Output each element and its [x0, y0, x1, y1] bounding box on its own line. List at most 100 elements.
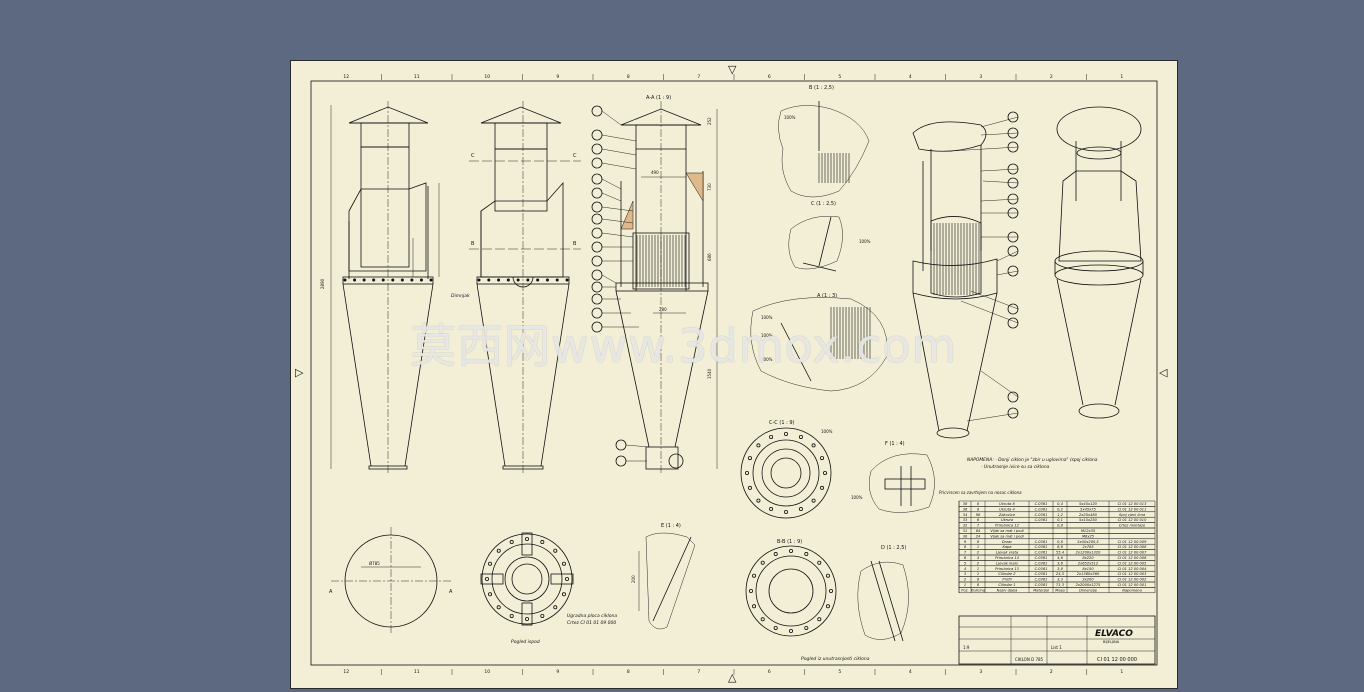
- bolt-mark: [343, 278, 347, 282]
- bom-cell: 55,4: [1056, 551, 1065, 555]
- svg-text:100%: 100%: [761, 315, 773, 320]
- flange-hole: [817, 560, 822, 565]
- cyclone-front-view: 2890: [320, 101, 440, 473]
- bom-cell: 5x15x250: [1079, 518, 1098, 522]
- bom-cell: 5: [964, 561, 967, 565]
- detail-a-label: A (1 : 3): [817, 293, 837, 299]
- bom-cell: C.0361: [1035, 518, 1048, 522]
- bom-cell: 34: [963, 513, 968, 517]
- section-aa-view: A-A (1 : 9) 490 280 252 730 686 1540: [591, 95, 718, 473]
- bom-cell: Prirubnica 14: [995, 556, 1020, 560]
- bom-cell: 2: [964, 578, 967, 582]
- zone-number: 4: [909, 74, 912, 80]
- svg-text:252: 252: [707, 117, 712, 125]
- bom-header-cell: Napomena: [1122, 588, 1142, 592]
- flange-hole: [788, 629, 793, 634]
- bom-cell: Vijak sa mat i podl: [990, 529, 1023, 533]
- svg-text:B: B: [573, 241, 577, 247]
- detail-c-label: C (1 : 2,5): [811, 201, 836, 207]
- bom-cell: 24,5: [1056, 572, 1065, 576]
- zone-number: 1: [1120, 74, 1123, 80]
- drawing-title: CIKLON D 785: [1015, 657, 1044, 662]
- bom-cell: CI 01 12 00 009: [1118, 540, 1147, 544]
- bom-cell: 2x2000x1275: [1076, 583, 1102, 587]
- flange-hole: [553, 605, 558, 610]
- company-name: ELVACO: [1095, 629, 1133, 639]
- bom-cell: Ukruta 8: [999, 502, 1015, 506]
- bom-cell: C.0361: [1035, 507, 1048, 511]
- flange-hole: [811, 498, 816, 503]
- bottom-view-circle: Ø785 A A: [329, 527, 453, 635]
- part-balloon: [1007, 111, 1019, 123]
- section-bb-view: B-B (1 : 9) Pogled iz unutrasnjosti cikl…: [745, 539, 870, 662]
- zone-number: 8: [627, 669, 630, 675]
- bom-cell: 3,8: [1057, 567, 1063, 571]
- part-balloon: [1007, 265, 1019, 277]
- bom-cell: Vijak sa mat i podl: [990, 534, 1023, 538]
- bom-cell: C.0361: [1035, 545, 1048, 549]
- bolt-mark: [565, 278, 569, 282]
- detail-e-view: E (1 : 4) 200: [631, 523, 696, 630]
- bom-cell: 2: [977, 561, 980, 565]
- bom-cell: Prirubnica 13: [995, 567, 1020, 571]
- flange-hole: [773, 552, 778, 557]
- flange-hole: [488, 592, 493, 597]
- flange-hole: [769, 434, 774, 439]
- caption-bottom: Pogled iz unutrasnjosti ciklona: [801, 656, 870, 662]
- flange-hole: [783, 509, 788, 514]
- part-balloon: [591, 227, 603, 239]
- drawing-sheet-no: List 1: [1051, 645, 1062, 650]
- bom-cell: 7: [964, 551, 967, 555]
- zone-number: 11: [414, 669, 420, 675]
- bom-cell: M8x25: [1082, 534, 1095, 538]
- part-balloon: [591, 255, 603, 267]
- bom-cell: 1: [977, 572, 979, 576]
- flange-hole: [540, 613, 545, 618]
- section-cc-label: C-C (1 : 9): [769, 420, 795, 426]
- bolt-mark: [419, 278, 423, 282]
- bom-cell: M12x35: [1081, 529, 1096, 533]
- bom-cell: 4,6: [1057, 556, 1063, 560]
- bom-cell: CI 01 12 00 006: [1118, 556, 1147, 560]
- bom-cell: Profil: [1002, 578, 1011, 582]
- bom-cell: 7: [977, 524, 980, 528]
- part-balloon: [591, 157, 603, 169]
- notes-line2: - Unutrasnje ivice su sa ciklona: [981, 464, 1050, 470]
- flange-hole: [540, 540, 545, 545]
- flange-hole: [524, 536, 529, 541]
- zone-number: 11: [414, 74, 420, 80]
- part-balloon: [591, 293, 603, 305]
- flange-hole: [798, 434, 803, 439]
- part-balloon: [591, 173, 603, 185]
- svg-text:490: 490: [651, 170, 659, 175]
- company-sub: BIJELJINA: [1103, 640, 1120, 644]
- bom-header-cell: Poz.: [961, 588, 968, 592]
- center-mark-top: ▽: [728, 63, 737, 76]
- bom-cell: 24: [976, 534, 981, 538]
- weld-note: Pricvrscen sa zavrtnjem na nosac ciklona: [939, 490, 1022, 495]
- part-balloon: [591, 241, 603, 253]
- bom-cell: 2x20x480: [1079, 513, 1098, 517]
- zone-number: 8: [627, 74, 630, 80]
- flange-hole: [484, 577, 489, 582]
- bom-cell: 31: [963, 529, 968, 533]
- part-balloon: [615, 455, 627, 467]
- bom-cell: C.0361: [1035, 513, 1048, 517]
- bom-header-cell: Dimenzije: [1079, 588, 1098, 592]
- zone-number: 9: [556, 74, 559, 80]
- bom-cell: C.0361: [1035, 578, 1048, 582]
- bom-cell: C.0361: [1035, 502, 1048, 506]
- bom-cell: 71,3: [1056, 583, 1065, 587]
- bom-cell: Drzac: [1002, 540, 1012, 544]
- part-balloon: [591, 281, 603, 293]
